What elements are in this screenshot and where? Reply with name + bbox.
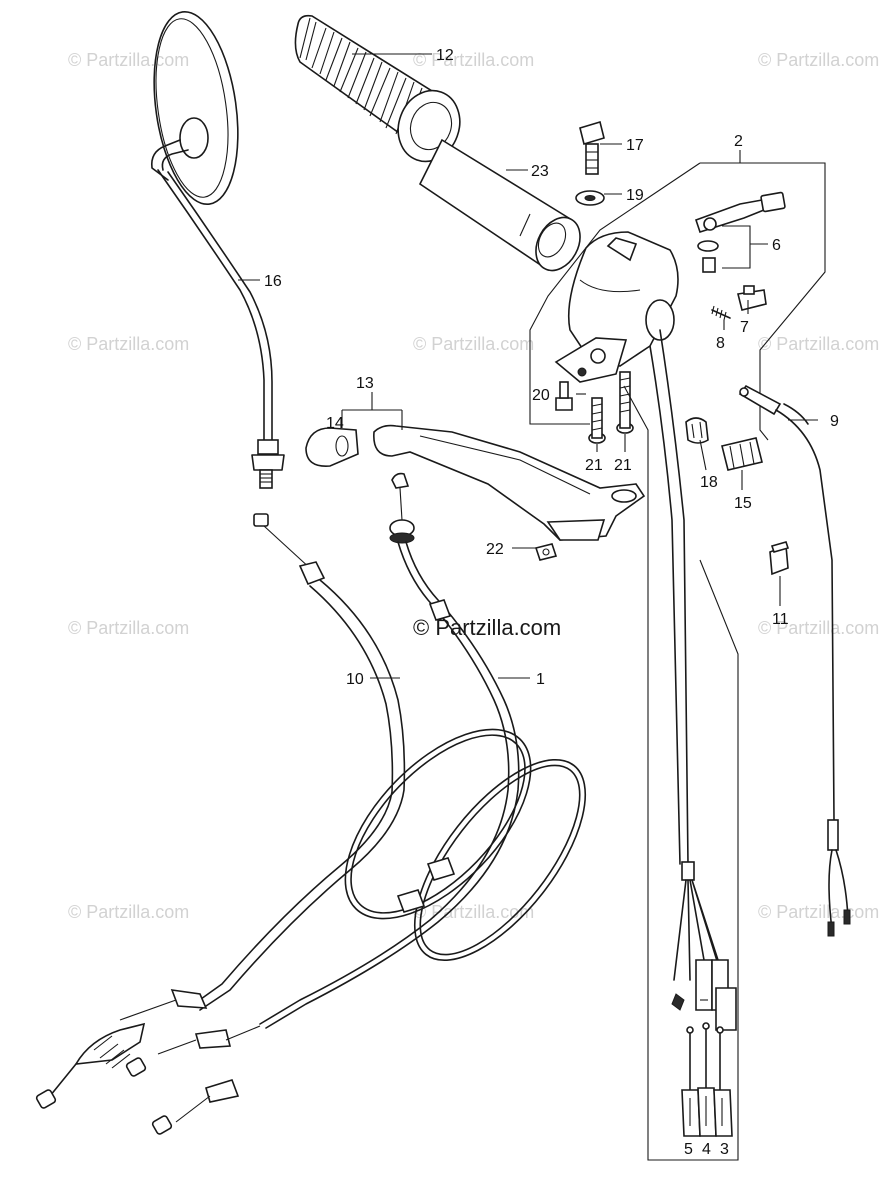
watermark: © Partzilla.com — [413, 50, 534, 70]
watermark: © Partzilla.com — [758, 618, 879, 638]
watermark: © Partzilla.com — [758, 50, 879, 70]
bracket — [694, 191, 786, 273]
callout-1: 1 — [536, 671, 545, 688]
callout-2: 2 — [734, 133, 743, 150]
clutch-lever — [373, 424, 646, 541]
callout-15: 15 — [734, 495, 752, 512]
cable-loops — [344, 728, 587, 962]
connector-pins — [681, 1022, 733, 1137]
nut — [534, 543, 558, 561]
screw-small — [711, 305, 731, 321]
switch-small — [737, 285, 767, 311]
washer — [575, 190, 605, 206]
watermark: © Partzilla.com — [413, 334, 534, 354]
leader-lines — [238, 53, 818, 679]
watermark: © Partzilla.com — [758, 902, 879, 922]
watermark: © Partzilla.com — [68, 334, 189, 354]
callout-7: 7 — [740, 319, 749, 336]
callout-19: 19 — [626, 187, 644, 204]
callouts: 12 17 19 23 2 6 7 8 9 18 15 11 16 13 14 … — [264, 47, 839, 1158]
callout-12: 12 — [436, 47, 454, 64]
screw — [555, 381, 573, 411]
watermark: © Partzilla.com — [68, 50, 189, 70]
cable-10 — [35, 513, 406, 1109]
grip — [294, 14, 461, 163]
callout-13: 13 — [356, 375, 374, 392]
connector — [721, 437, 763, 471]
callout-21b: 21 — [614, 457, 632, 474]
watermark: © Partzilla.com — [68, 618, 189, 638]
callout-23: 23 — [531, 163, 549, 180]
screw — [588, 397, 606, 444]
bolt — [579, 120, 605, 175]
callout-8: 8 — [716, 335, 725, 352]
callout-6: 6 — [772, 237, 781, 254]
switch-wire-harness — [649, 329, 737, 1031]
callout-20: 20 — [532, 387, 550, 404]
switch-housing — [554, 231, 679, 383]
callout-16: 16 — [264, 273, 282, 290]
callout-9: 9 — [830, 413, 839, 430]
wire-harness-9 — [738, 384, 851, 937]
harness-outline — [623, 385, 739, 1161]
throttle-tube — [418, 138, 581, 272]
screw — [616, 371, 634, 434]
mirror — [150, 10, 285, 489]
callout-3: 3 — [720, 1141, 729, 1158]
callout-14: 14 — [326, 415, 344, 432]
callout-10: 10 — [346, 671, 364, 688]
housing-assembly-outline — [529, 162, 826, 441]
watermark: © Partzilla.com — [758, 334, 879, 354]
watermark: © Partzilla.com — [68, 902, 189, 922]
watermarks: © Partzilla.com © Partzilla.com © Partzi… — [68, 50, 879, 922]
callout-4: 4 — [702, 1141, 711, 1158]
clamp — [769, 541, 790, 576]
callout-11: 11 — [772, 611, 789, 628]
callout-22: 22 — [486, 541, 504, 558]
callout-21a: 21 — [585, 457, 603, 474]
callout-18: 18 — [700, 474, 718, 491]
lever-cover — [305, 427, 359, 467]
callout-17: 17 — [626, 137, 644, 154]
clip — [685, 417, 709, 444]
cable-1 — [125, 472, 520, 1135]
callout-5: 5 — [684, 1141, 693, 1158]
